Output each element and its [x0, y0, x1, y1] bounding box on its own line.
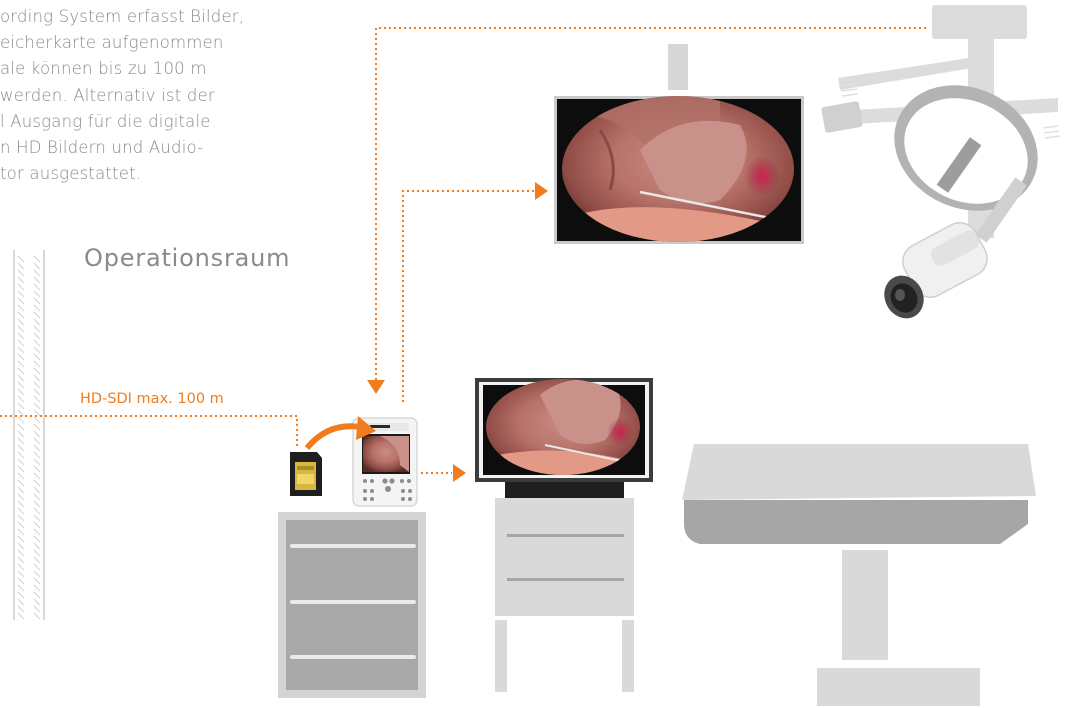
intro-line: ale können bis zu 100 m	[0, 56, 300, 82]
intro-line: n HD Bildern und Audio-	[0, 135, 300, 161]
arrow-to-console-monitor	[453, 464, 466, 482]
equipment-cart-left	[278, 512, 426, 698]
equipment-cart-right	[495, 498, 634, 692]
ceiling-camera-icon	[877, 216, 994, 325]
hd-sdi-label: HD-SDI max. 100 m	[80, 391, 224, 407]
intro-line: tor ausgestattet.	[0, 161, 300, 187]
intro-line: l Ausgang für die digitale	[0, 109, 300, 135]
console-monitor	[475, 378, 653, 498]
intro-line: ording System erfasst Bilder,	[0, 4, 300, 30]
room-wall	[14, 250, 44, 620]
surgical-lamp-icon	[821, 62, 1060, 242]
arrow-to-recorder	[367, 380, 385, 394]
arrow-to-wall-monitor	[535, 182, 548, 200]
wall-monitor	[554, 94, 804, 250]
intro-text: ording System erfasst Bilder, eicherkart…	[0, 4, 300, 187]
operating-table	[682, 444, 1036, 706]
intro-line: eicherkarte aufgenommen	[0, 30, 300, 56]
sd-card-icon	[290, 452, 322, 496]
room-title: Operationsraum	[84, 244, 290, 272]
intro-line: werden. Alternativ ist der	[0, 83, 300, 109]
signal-line-wall-monitor	[403, 191, 535, 402]
